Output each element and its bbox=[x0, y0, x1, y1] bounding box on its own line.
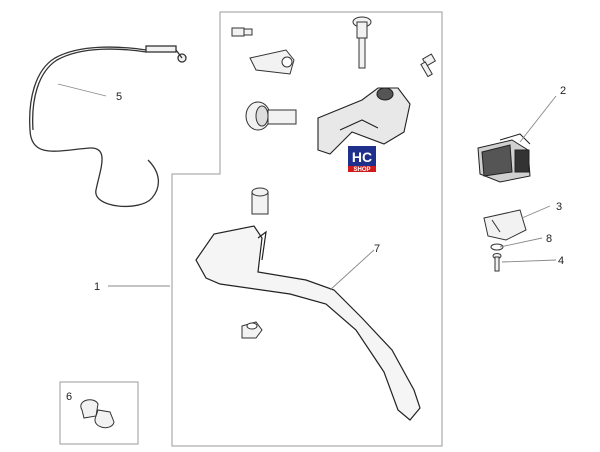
spacer-kit-frame bbox=[59, 381, 139, 445]
switch-bracket bbox=[483, 209, 527, 241]
lever-bracket bbox=[317, 87, 411, 155]
cable-clamp bbox=[249, 49, 295, 75]
spacer-kit bbox=[80, 399, 115, 429]
callout-5: 5 bbox=[116, 91, 122, 103]
screw-top-left bbox=[231, 27, 253, 37]
small-screw bbox=[492, 253, 502, 272]
callout-1: 1 bbox=[94, 281, 100, 293]
lever-nut bbox=[241, 321, 263, 339]
callout-7: 7 bbox=[374, 243, 380, 255]
bushing bbox=[251, 187, 269, 215]
pivot-bolt bbox=[352, 16, 372, 69]
clutch-cable bbox=[29, 45, 187, 208]
callout-6: 6 bbox=[66, 391, 72, 403]
washer bbox=[490, 243, 504, 251]
callout-4: 4 bbox=[558, 255, 564, 267]
clutch-lever bbox=[195, 225, 421, 421]
hc-shop-logo: HC SHOP bbox=[348, 146, 376, 173]
logo-text-main: HC bbox=[352, 149, 372, 165]
logo-text-sub: SHOP bbox=[353, 167, 370, 173]
adjuster-nut bbox=[245, 101, 297, 131]
callout-2: 2 bbox=[560, 85, 566, 97]
leader-lines bbox=[57, 83, 557, 291]
clutch-switch bbox=[477, 133, 531, 183]
callout-3: 3 bbox=[556, 201, 562, 213]
lever-screw bbox=[420, 53, 437, 78]
callout-8: 8 bbox=[546, 233, 552, 245]
main-assembly-frame bbox=[171, 11, 443, 447]
